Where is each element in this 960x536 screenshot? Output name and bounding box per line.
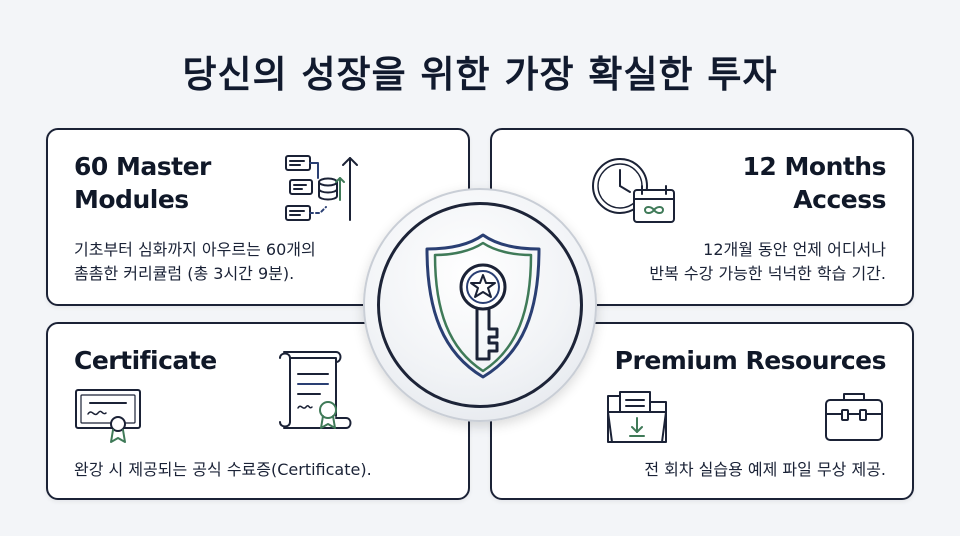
central-emblem-ring bbox=[377, 202, 583, 408]
card-description-modules: 기초부터 심화까지 아우르는 60개의 촘촘한 커리큘럼 (총 3시간 9분). bbox=[74, 240, 316, 283]
card-master-modules: 60 Master Modules 기초부터 심화까지 아우르는 60개의 촘촘… bbox=[46, 128, 470, 306]
briefcase-icon bbox=[825, 393, 883, 441]
clock-infinity-calendar-icon bbox=[592, 158, 675, 223]
card-heading-resources: Premium Resources bbox=[614, 346, 887, 375]
page-title: 당신의 성장을 위한 가장 확실한 투자 bbox=[182, 53, 778, 96]
card-heading-certificate: Certificate bbox=[74, 346, 217, 375]
certificate-card-icon bbox=[75, 389, 141, 443]
folder-download-icon bbox=[607, 391, 667, 443]
central-emblem bbox=[363, 188, 597, 422]
certificate-scroll-icon bbox=[279, 351, 352, 429]
card-heading-modules: 60 Master Modules bbox=[74, 152, 211, 214]
card-heading-access: 12 Months Access bbox=[742, 152, 887, 214]
shield-key-star-icon bbox=[425, 233, 541, 379]
flowchart-database-icon bbox=[285, 155, 358, 221]
card-description-resources: 전 회차 실습용 예제 파일 무상 제공. bbox=[644, 460, 886, 479]
card-description-access: 12개월 동안 언제 어디서나 반복 수강 가능한 넉넉한 학습 기간. bbox=[649, 240, 886, 283]
card-description-certificate: 완강 시 제공되는 공식 수료증(Certificate). bbox=[74, 460, 372, 479]
